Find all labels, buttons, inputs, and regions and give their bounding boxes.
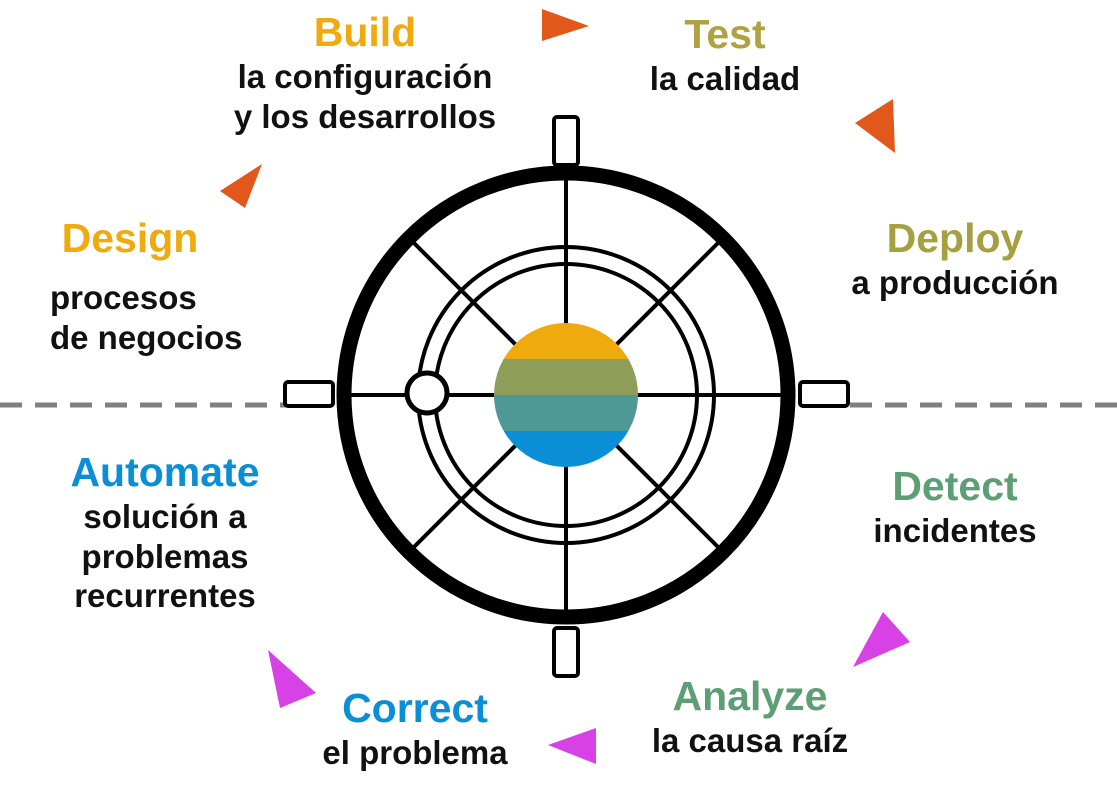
stage-correct-desc-line-1: el problema [322, 734, 508, 772]
stage-automate-desc-line-2: problemas [81, 537, 249, 575]
arrow-correct-to-automate [268, 650, 316, 708]
stage-deploy-desc-line-1: a producción [851, 264, 1059, 302]
stage-analyze-title: Analyze [672, 673, 828, 719]
stage-deploy: Deploy a producción [815, 214, 1095, 303]
stage-design-title: Design [61, 215, 199, 261]
stage-test: Test la calidad [610, 10, 840, 99]
handle-left [283, 380, 335, 408]
arrow-design-to-build [220, 164, 262, 208]
handle-bottom [552, 626, 580, 678]
stage-test-desc-line-1: la calidad [649, 60, 801, 98]
arrow-test-to-deploy [855, 99, 895, 153]
arrow-analyze-to-correct [548, 728, 596, 764]
stage-design: Design [30, 214, 230, 263]
stage-detect: Detect incidentes [820, 462, 1090, 551]
handle-top [552, 115, 580, 167]
stage-design-desc-line-1: procesos [50, 279, 197, 316]
arrow-build-to-test [542, 9, 589, 41]
stage-build-desc-line-2: y los desarrollos [233, 97, 497, 135]
stage-correct-title: Correct [342, 685, 488, 731]
stage-automate-desc-line-1: solución a [83, 498, 247, 536]
wheel-hub [494, 323, 638, 467]
stage-deploy-title: Deploy [886, 215, 1024, 261]
handle-right [798, 380, 850, 408]
stage-automate: Automate solución a problemas recurrente… [40, 448, 290, 616]
stage-correct: Correct el problema [285, 684, 545, 773]
stage-analyze: Analyze la causa raíz [605, 672, 895, 761]
stage-design-desc-line-2: de negocios [50, 318, 243, 356]
stage-automate-title: Automate [70, 449, 260, 495]
hub-stripe-2 [494, 359, 638, 396]
stage-detect-desc-line-1: incidentes [873, 512, 1037, 550]
stage-detect-title: Detect [892, 463, 1018, 509]
stage-analyze-desc-line-1: la causa raíz [651, 722, 849, 760]
wheel-knob [404, 370, 450, 416]
hub-stripe-3 [494, 395, 638, 432]
stage-test-title: Test [684, 11, 766, 57]
stage-build-title: Build [313, 9, 417, 55]
arrow-detect-to-analyze [853, 612, 910, 667]
stage-build: Build la configuración y los desarrollos [190, 8, 540, 136]
stage-automate-desc-line-3: recurrentes [74, 577, 256, 615]
stage-build-desc-line-1: la configuración [237, 58, 493, 96]
stage-design-desc: procesos de negocios [50, 278, 243, 357]
